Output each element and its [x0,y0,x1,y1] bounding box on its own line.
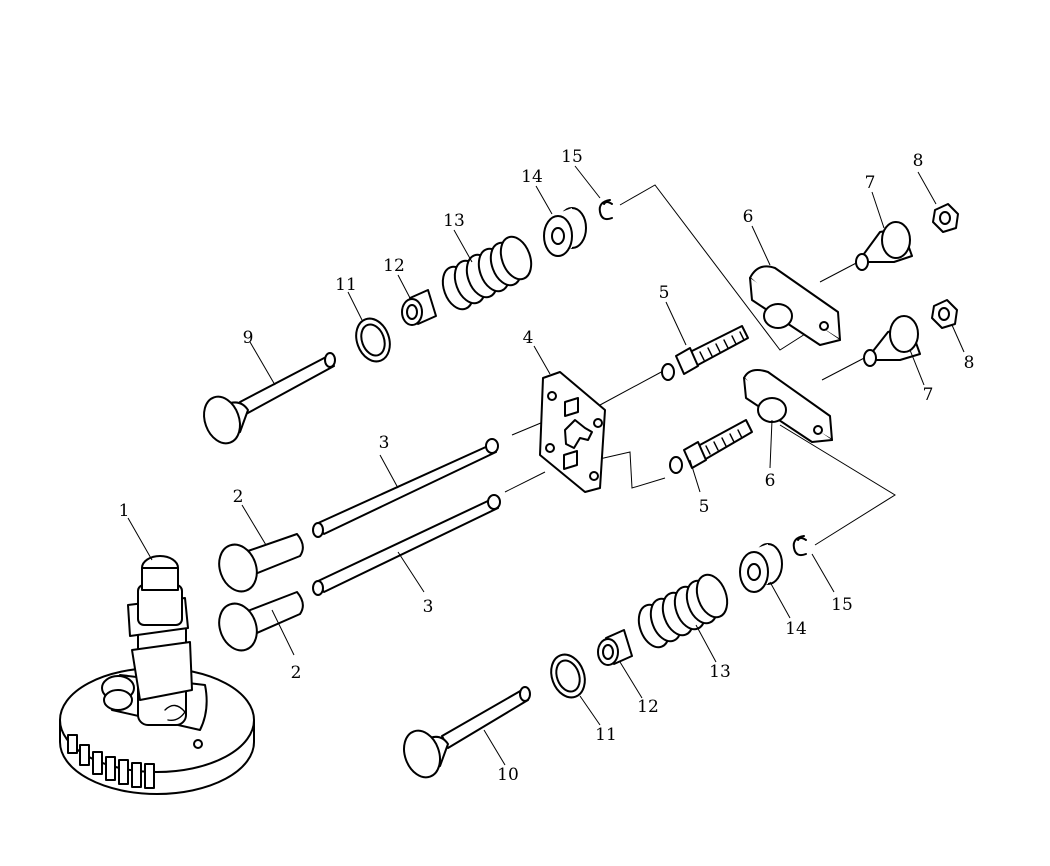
callout-exhaust-valve: 10 [497,765,519,785]
pivot-ball-upper [855,221,913,271]
callout-pivot-ball-lower: 7 [923,385,934,405]
retainer-lower [739,543,783,593]
callout-retainer-upper: 14 [521,167,543,187]
callout-nut-upper: 8 [913,151,924,171]
gear-teeth [67,734,155,789]
callout-keeper-lower: 15 [831,595,853,615]
rocker-stud-upper [661,325,749,381]
washer-lower [550,653,586,699]
spring-lower [637,573,729,649]
callout-stem-seal-lower: 12 [637,697,659,717]
callout-tappet-lower: 2 [291,663,302,683]
keeper-upper [598,199,613,221]
keeper-lower [792,535,807,557]
callout-pivot-ball-upper: 7 [865,173,876,193]
spring-upper [441,235,533,311]
callout-washer-upper: 11 [335,275,357,295]
rocker-arm-upper [749,265,841,346]
nut-lower [931,299,958,329]
callout-keeper-upper: 15 [561,147,583,167]
exhaust-valve [403,686,531,779]
callout-rocker-arm-lower: 6 [765,471,776,491]
retainer-upper [543,207,587,257]
callout-spring-upper: 13 [443,211,465,231]
callout-rocker-arm-upper: 6 [743,207,754,227]
camshaft [59,555,255,795]
rocker-stud-lower [669,419,753,474]
callout-nut-lower: 8 [964,353,975,373]
callout-push-rod-lower: 3 [423,597,434,617]
stem-seal-lower [597,629,633,666]
callout-retainer-lower: 14 [785,619,807,639]
nut-upper [932,203,959,233]
callout-labels: 1 2 2 3 3 4 5 5 6 6 7 7 8 8 9 10 11 11 1… [119,147,975,785]
tappet-upper [218,533,304,593]
stem-seal-upper [401,289,437,326]
callout-spring-lower: 13 [709,662,731,682]
rocker-arm-lower [743,369,833,443]
callout-intake-valve: 9 [243,328,254,348]
pivot-ball-lower [863,315,921,367]
callout-guide-plate: 4 [523,328,534,348]
callout-camshaft: 1 [119,501,130,521]
push-rod-upper [312,438,499,538]
callout-rocker-stud-upper: 5 [659,283,670,303]
push-rod-guide-plate [539,371,606,493]
washer-upper [355,317,391,363]
callout-stem-seal-upper: 12 [383,256,405,276]
callout-washer-lower: 11 [595,725,617,745]
push-rod-lower [312,494,501,596]
intake-valve [203,352,336,445]
callout-leaders [127,165,965,766]
callout-tappet-upper: 2 [233,487,244,507]
callout-rocker-stud-lower: 5 [699,497,710,517]
callout-push-rod-upper: 3 [379,433,390,453]
